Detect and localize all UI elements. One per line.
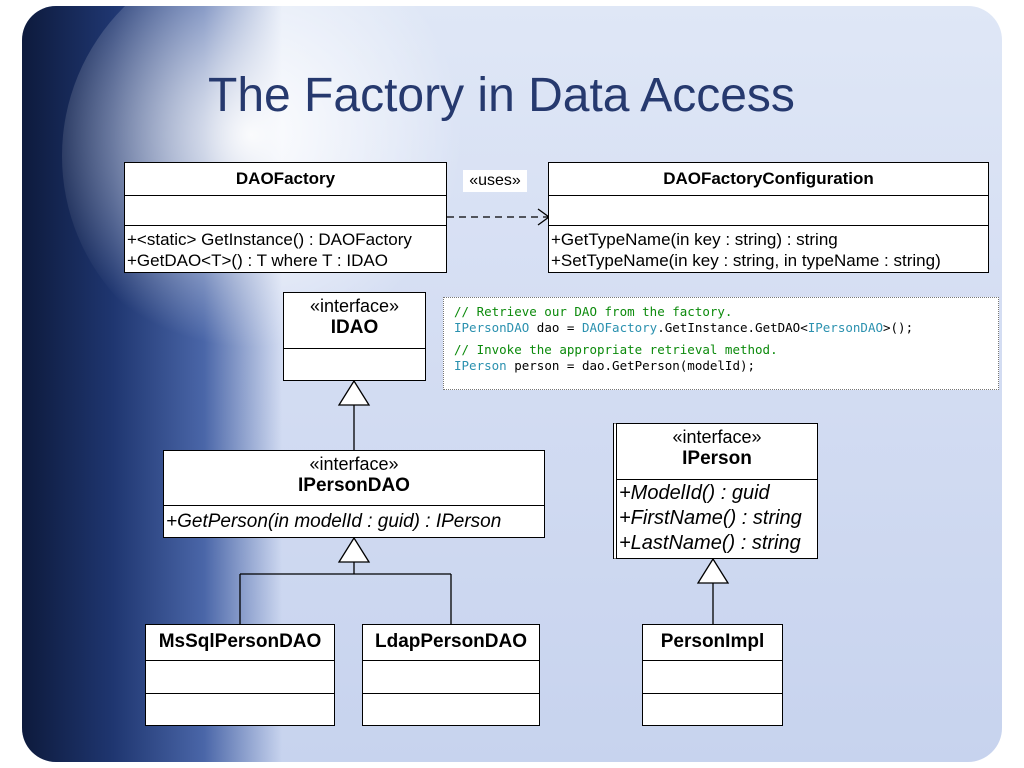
daofactoryconfiguration-operation: +GetTypeName(in key : string) : string [551, 230, 838, 249]
mssqlpersondao-name: MsSqlPersonDAO [146, 625, 334, 661]
ipersondao-operations: +GetPerson(in modelId : guid) : IPerson [164, 506, 544, 534]
personimpl-name: PersonImpl [643, 625, 782, 661]
mssqlpersondao-class: MsSqlPersonDAO [145, 624, 335, 726]
code-token: IPersonDAO [454, 320, 530, 335]
ldappersondao-class: LdapPersonDAO [362, 624, 540, 726]
ipersondao-stereotype: «interface» [309, 454, 399, 474]
iperson-operation: +FirstName() : string [619, 507, 802, 529]
code-token: .GetInstance.GetDAO< [657, 320, 808, 335]
code-token: IPersonDAO [807, 320, 883, 335]
daofactoryconfiguration-name: DAOFactoryConfiguration [549, 163, 988, 196]
code-token: dao = [529, 320, 582, 335]
code-line-2: IPerson person = dao.GetPerson(modelId); [454, 358, 988, 374]
code-comment: // Retrieve our DAO from the factory. [454, 304, 733, 319]
iperson-header: «interface» IPerson [617, 424, 817, 480]
slide-title: The Factory in Data Access [208, 69, 795, 122]
iperson-operations: +ModelId() : guid +FirstName() : string … [617, 480, 817, 556]
ipersondao-generalization-arrowhead [337, 536, 371, 563]
daofactory-class: DAOFactory +<static> GetInstance() : DAO… [124, 162, 447, 273]
iperson-operation: +ModelId() : guid [619, 482, 770, 504]
code-token: person = dao.GetPerson(modelId); [506, 358, 756, 373]
code-token: DAOFactory [581, 320, 658, 335]
daofactoryconfiguration-operations: +GetTypeName(in key : string) : string +… [549, 226, 988, 271]
iperson-name: IPerson [682, 448, 752, 469]
personimpl-class: PersonImpl [642, 624, 783, 726]
idao-stereotype: «interface» [309, 296, 400, 316]
ldappersondao-name: LdapPersonDAO [363, 625, 539, 661]
iperson-operation: +LastName() : string [619, 532, 801, 554]
uses-label: «uses» [463, 170, 527, 192]
daofactory-operation: +<static> GetInstance() : DAOFactory [127, 230, 412, 249]
ipersondao-name: IPersonDAO [298, 475, 410, 496]
daofactoryconfiguration-operation: +SetTypeName(in key : string, in typeNam… [551, 251, 941, 270]
idao-interface: «interface» IDAO [283, 292, 426, 381]
code-snippet: // Retrieve our DAO from the factory.IPe… [443, 297, 999, 390]
iperson-generalization-arrowhead [696, 557, 730, 584]
code-line-1: IPersonDAO dao = DAOFactory.GetInstance.… [454, 320, 988, 336]
daofactory-operation: +GetDAO<T>() : T where T : IDAO [127, 251, 388, 270]
mssqlpersondao-attributes [146, 661, 334, 694]
daofactoryconfiguration-attributes [549, 196, 988, 226]
ipersondao-interface: «interface» IPersonDAO +GetPerson(in mod… [163, 450, 545, 538]
ipersondao-operation: +GetPerson(in modelId : guid) : IPerson [166, 511, 502, 532]
personimpl-attributes [643, 661, 782, 694]
iperson-interface: «interface» IPerson +ModelId() : guid +F… [613, 423, 818, 559]
daofactory-operations: +<static> GetInstance() : DAOFactory +Ge… [125, 226, 446, 271]
code-token: >(); [883, 320, 914, 335]
code-comment: // Invoke the appropriate retrieval meth… [454, 342, 778, 357]
ipersondao-header: «interface» IPersonDAO [164, 451, 544, 506]
daofactory-name: DAOFactory [125, 163, 446, 196]
code-token: IPerson [454, 358, 507, 373]
idao-header: «interface» IDAO [284, 293, 425, 349]
iperson-stereotype: «interface» [672, 427, 762, 447]
ldappersondao-attributes [363, 661, 539, 694]
idao-name: IDAO [330, 317, 379, 338]
daofactory-attributes [125, 196, 446, 226]
daofactoryconfiguration-class: DAOFactoryConfiguration +GetTypeName(in … [548, 162, 989, 273]
idao-generalization-arrowhead [337, 379, 371, 406]
